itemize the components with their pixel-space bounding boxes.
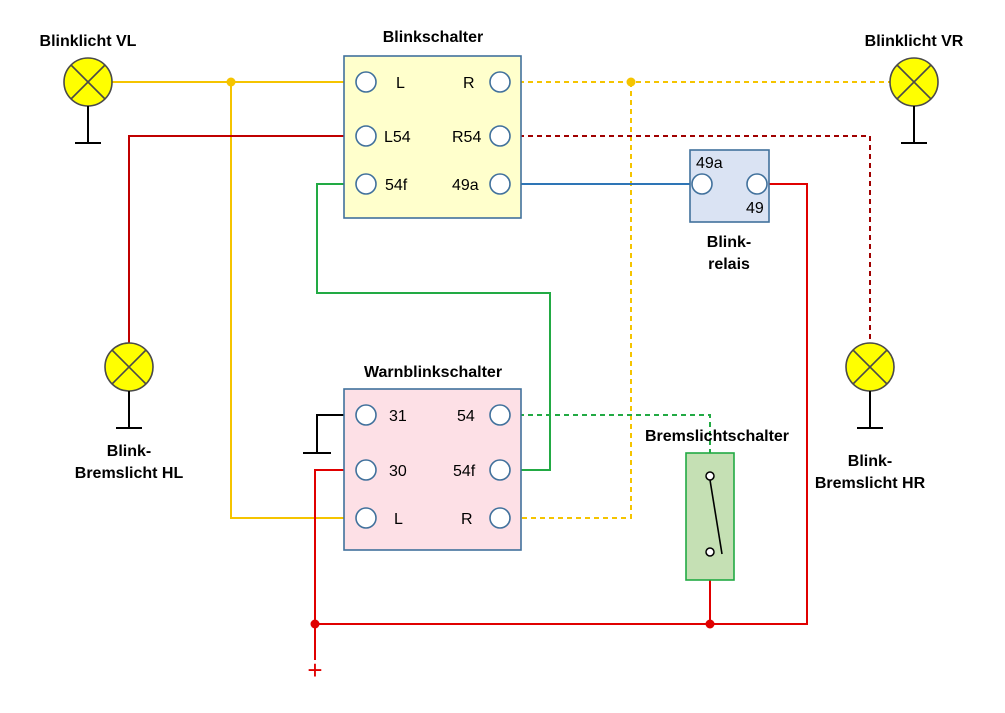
terminal-r: R <box>463 75 475 92</box>
terminal-circle <box>489 173 511 195</box>
lamp-hr-label-line1: Blink- <box>848 453 892 470</box>
terminal-circle <box>746 173 768 195</box>
terminal-54f: 54f <box>385 177 408 194</box>
terminal-r: R <box>461 511 473 528</box>
blinkrelais: 49a 49 Blink- relais <box>689 149 770 273</box>
terminal-r54: R54 <box>452 129 481 146</box>
junction-dot <box>626 77 636 87</box>
terminal-circle <box>691 173 713 195</box>
terminal-l54: L54 <box>384 129 411 146</box>
wire-red-supply <box>310 183 808 660</box>
terminal-circle <box>355 71 377 93</box>
lamp-hr: Blink- Bremslicht HR <box>815 342 926 492</box>
wire-red-l54 <box>128 135 356 343</box>
bremslichtschalter-title: Bremslichtschalter <box>645 428 789 445</box>
terminal-circle <box>489 507 511 529</box>
junction-dot <box>226 77 236 87</box>
relais-terminal-49a: 49a <box>696 155 723 172</box>
terminal-circle <box>355 125 377 147</box>
junction-dot <box>705 619 715 629</box>
terminal-54: 54 <box>457 408 475 425</box>
terminal-54f: 54f <box>453 463 476 480</box>
terminal-31: 31 <box>389 408 407 425</box>
terminal-circle <box>355 173 377 195</box>
warnblinkschalter: Warnblinkschalter 31 54 30 54f L R <box>343 364 522 551</box>
terminal-circle <box>489 125 511 147</box>
lamp-vr: Blinklicht VR <box>865 33 964 144</box>
blinkschalter-title: Blinkschalter <box>383 29 483 46</box>
terminal-circle <box>355 459 377 481</box>
wire-green-54f <box>316 183 551 471</box>
bremslichtschalter: Bremslichtschalter <box>645 428 789 581</box>
terminal-l: L <box>394 511 403 528</box>
lamp-vl-label: Blinklicht VL <box>40 33 137 50</box>
blinkschalter: Blinkschalter L R L54 R54 54f 49a <box>343 29 522 219</box>
lamp-hr-label-line2: Bremslicht HR <box>815 475 926 492</box>
terminal-49a: 49a <box>452 177 479 194</box>
lamp-hl: Blink- Bremslicht HL <box>75 342 184 482</box>
lamp-hl-label-line2: Bremslicht HL <box>75 465 184 482</box>
switch-contact <box>705 471 715 481</box>
junction-dot <box>310 619 320 629</box>
ground-31 <box>303 414 356 454</box>
lamp-vr-label: Blinklicht VR <box>865 33 964 50</box>
relais-title-line1: Blink- <box>707 234 751 251</box>
lamp-vl: Blinklicht VL <box>40 33 137 144</box>
terminal-circle <box>489 404 511 426</box>
plus-terminal: + <box>307 655 322 685</box>
terminal-circle <box>355 404 377 426</box>
lamp-hl-label-line1: Blink- <box>107 443 151 460</box>
wire-red-r54 <box>510 135 871 343</box>
terminal-circle <box>355 507 377 529</box>
warnblinkschalter-title: Warnblinkschalter <box>364 364 502 381</box>
wire-green-54 <box>510 414 711 470</box>
switch-blade <box>709 479 723 555</box>
terminal-circle <box>489 71 511 93</box>
relais-title-line2: relais <box>708 256 750 273</box>
terminal-30: 30 <box>389 463 407 480</box>
terminal-l: L <box>396 75 405 92</box>
wire-yellow-right <box>510 77 890 519</box>
switch-contact <box>705 547 715 557</box>
relais-terminal-49: 49 <box>746 200 764 217</box>
terminal-circle <box>489 459 511 481</box>
